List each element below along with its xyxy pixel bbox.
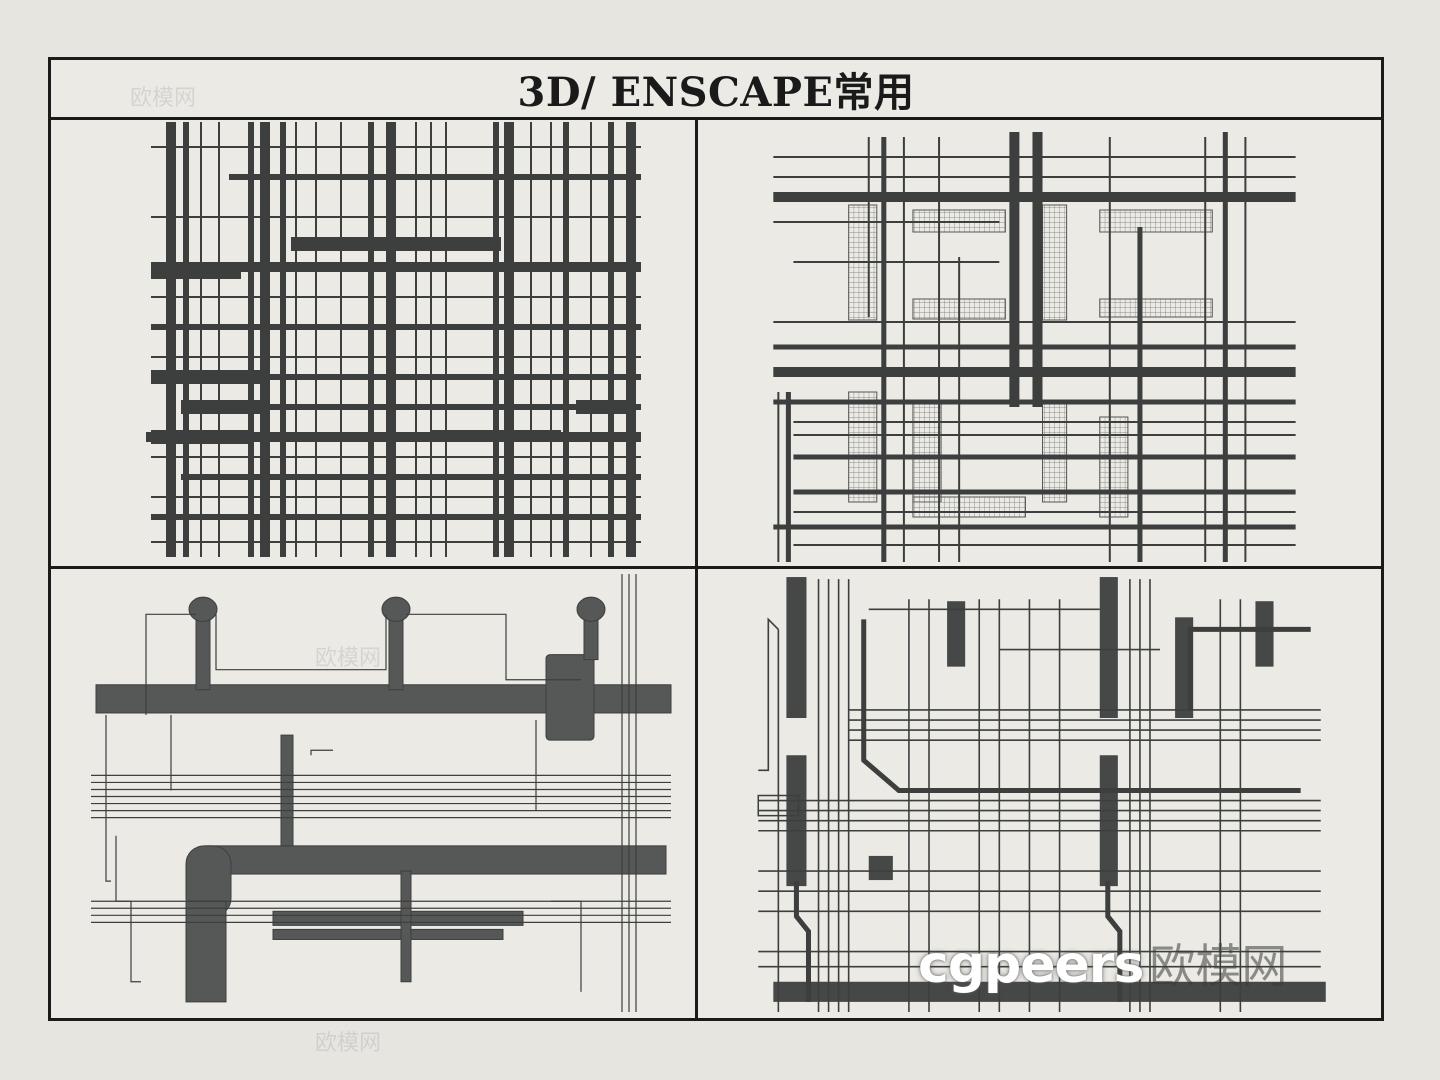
panel-pipe-grid bbox=[51, 117, 698, 569]
page-title: 3D/ ENSCAPE常用 bbox=[517, 68, 915, 116]
panel-cable-tray bbox=[698, 117, 1381, 569]
drawing-sheet: 3D/ ENSCAPE常用 bbox=[48, 57, 1384, 1021]
faint-watermark: 欧模网 bbox=[315, 1031, 382, 1056]
hvac-duct-front-view-icon bbox=[91, 574, 672, 1012]
pipe-grid-top-view-icon bbox=[146, 122, 641, 557]
title-bar: 3D/ ENSCAPE常用 bbox=[51, 60, 1381, 120]
duct-pipe-network-icon bbox=[757, 577, 1326, 1012]
logo-site-cn: 欧模网 bbox=[1149, 939, 1288, 993]
panel-duct-network bbox=[698, 569, 1381, 1018]
cgpeers-logo: cgpeers 欧模网 bbox=[918, 930, 1287, 996]
logo-brand: cgpeers bbox=[918, 935, 1144, 995]
panel-hvac-ducts bbox=[51, 569, 698, 1018]
cable-tray-top-view-icon bbox=[773, 132, 1296, 562]
